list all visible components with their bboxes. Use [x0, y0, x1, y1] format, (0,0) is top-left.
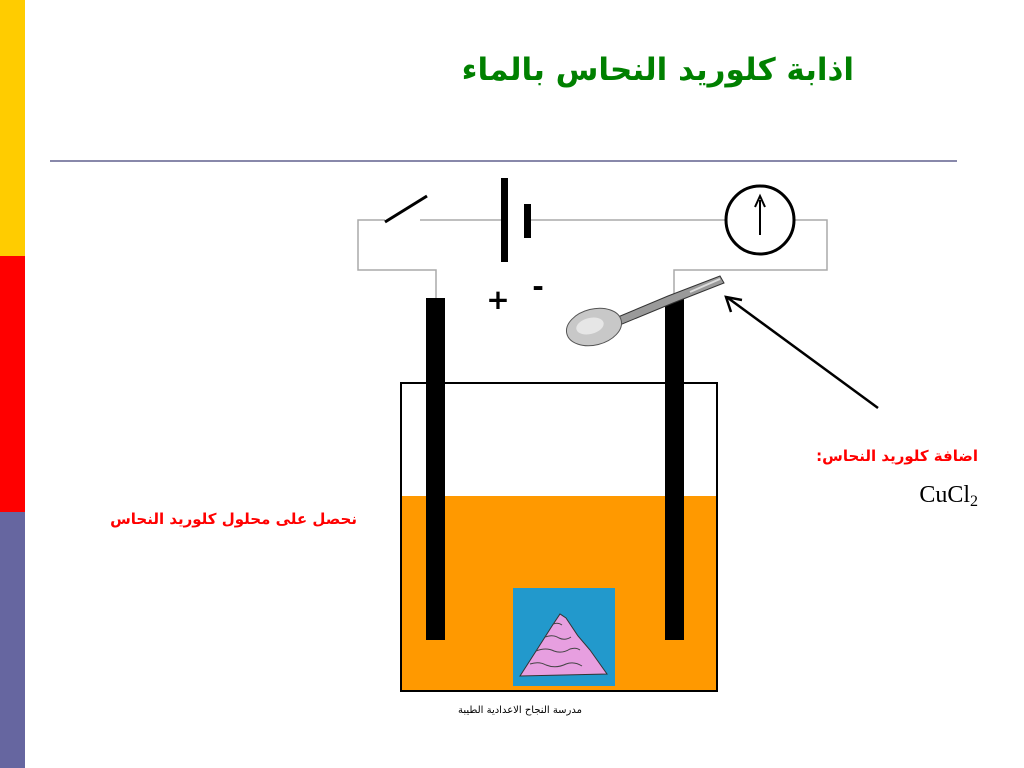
formula-main: CuCl	[919, 482, 970, 508]
battery-long-plate	[501, 178, 508, 262]
electrode-left	[426, 298, 445, 640]
spoon	[565, 275, 725, 347]
negative-sign: -	[532, 270, 544, 303]
chemical-formula: CuCl2	[778, 478, 978, 512]
positive-sign: +	[486, 283, 509, 316]
annotation-result: نحصل على محلول كلوريد النحاس	[110, 510, 357, 528]
beaker	[400, 382, 718, 692]
ammeter	[724, 184, 796, 256]
ammeter-arrow-icon	[754, 193, 766, 208]
title-divider	[50, 160, 957, 162]
side-bar-red	[0, 256, 25, 512]
crystal-pile	[519, 613, 608, 677]
side-bar-blue	[0, 512, 25, 768]
switch[interactable]	[384, 194, 428, 224]
copper-chloride-crystals	[513, 588, 615, 686]
wire-right	[673, 219, 828, 300]
battery-short-plate	[524, 204, 531, 238]
electrode-right	[665, 298, 684, 640]
annotation-add-copper-chloride: اضافة كلوريد النحاس:	[816, 447, 978, 465]
slide-title: اذابة كلوريد النحاس بالماء	[461, 52, 854, 88]
footer-school-name: مدرسة النجاح الاعدادية الطيبة	[457, 705, 582, 716]
wire-left	[357, 219, 437, 300]
circuit-wires	[357, 219, 828, 300]
battery	[501, 178, 531, 262]
side-bar-yellow	[0, 0, 25, 256]
formula-subscript: 2	[970, 493, 978, 510]
pointer-arrow	[724, 295, 879, 410]
